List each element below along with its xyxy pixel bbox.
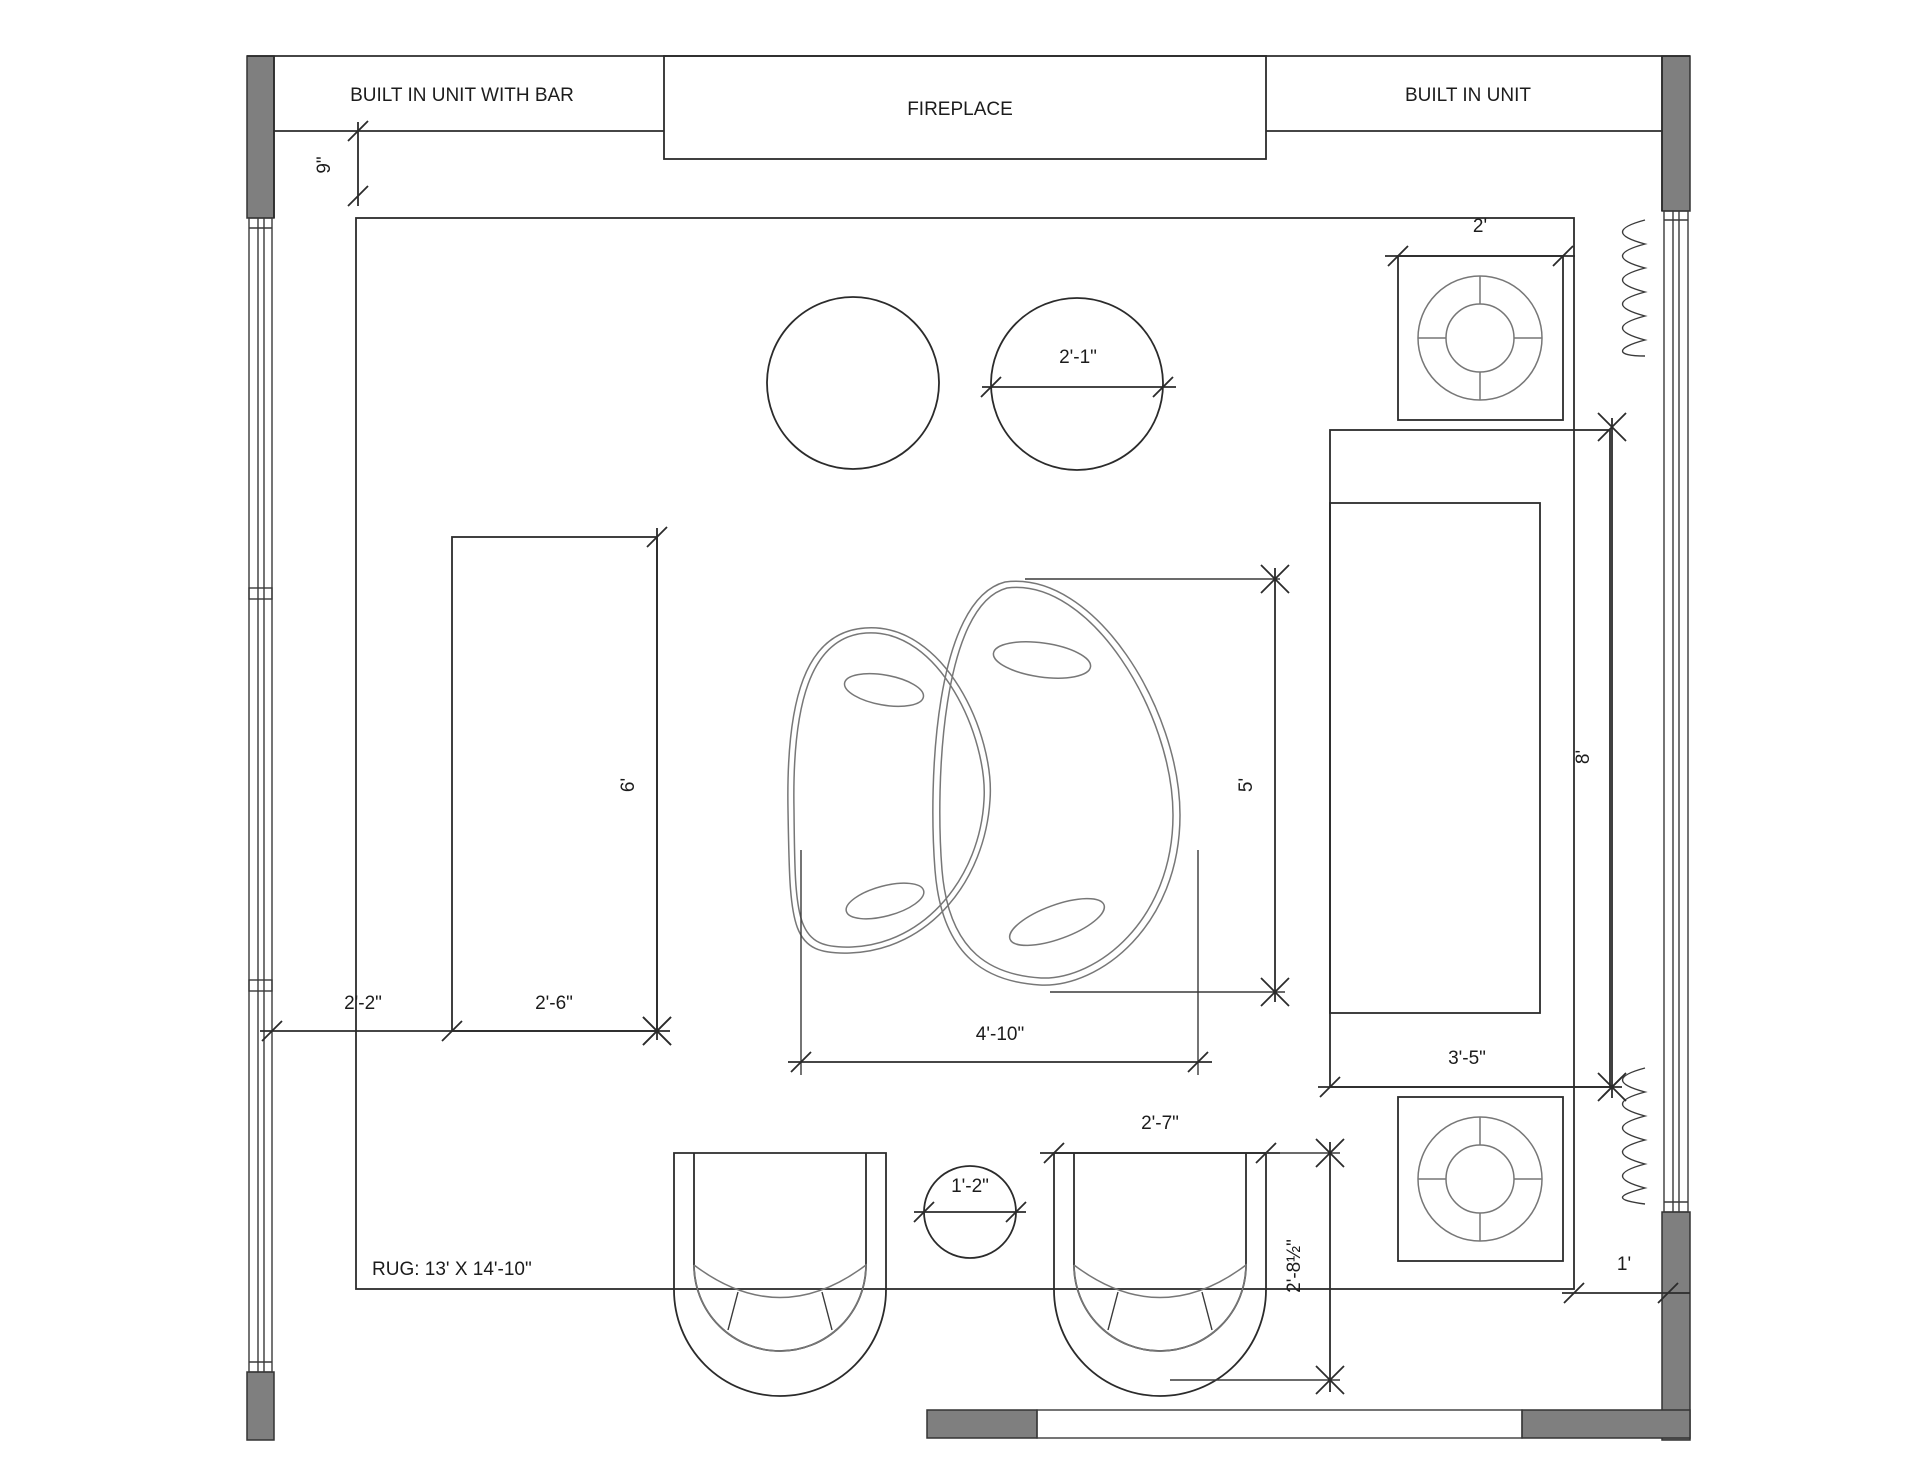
wall-bottom-right-segment bbox=[1521, 1409, 1691, 1439]
dim-coffee-table-depth-label: 5' bbox=[1236, 778, 1257, 792]
walls bbox=[246, 55, 1691, 1441]
drink-table: 1'-2" bbox=[913, 1165, 1027, 1259]
dim-sofa-length-label: 8' bbox=[1573, 750, 1594, 764]
rug: RUG: 13' X 14'-10" bbox=[355, 217, 1575, 1290]
accent-chair-left bbox=[673, 1152, 887, 1397]
curtain-top bbox=[1622, 219, 1648, 357]
sofa: 8' 3'-5" bbox=[1318, 412, 1627, 1102]
rug-label: RUG: 13' X 14'-10" bbox=[372, 1259, 532, 1280]
side-table-bottom bbox=[1397, 1096, 1564, 1262]
window-bottom bbox=[1036, 1409, 1523, 1439]
dim-sofa-depth-label: 3'-5" bbox=[1448, 1048, 1486, 1069]
wall-corner-top-right bbox=[1661, 55, 1691, 212]
built-in-unit-label: BUILT IN UNIT bbox=[1405, 85, 1531, 106]
dim-coffee-table-depth: 5' bbox=[1025, 564, 1290, 1007]
coffee-table-right-cutout-bottom bbox=[1008, 897, 1106, 947]
coffee-table-left-cutout-top bbox=[843, 672, 925, 708]
dim-chair-depth-label: 2'-8½" bbox=[1284, 1239, 1305, 1293]
coffee-table-right bbox=[932, 580, 1181, 986]
dim-drink-table-label: 1'-2" bbox=[951, 1176, 989, 1197]
accent-chair-right: 2'-7" bbox=[1040, 1113, 1280, 1397]
built-in-unit-with-bar: BUILT IN UNIT WITH BAR bbox=[274, 85, 664, 132]
fireplace-label: FIREPLACE bbox=[907, 99, 1013, 120]
fireplace: FIREPLACE bbox=[663, 55, 1267, 160]
built-in-bar-label: BUILT IN UNIT WITH BAR bbox=[350, 85, 574, 106]
wall-bottom-left-segment bbox=[926, 1409, 1038, 1439]
dim-chair-depth: 2'-8½" bbox=[1170, 1138, 1345, 1395]
dim-coffee-table-width: 4'-10" bbox=[788, 850, 1212, 1075]
dim-ottoman-label: 2'-1" bbox=[1059, 347, 1097, 368]
dim-chair-width-label: 2'-7" bbox=[1141, 1113, 1179, 1134]
dim-bench-row: 2'-2" 2'-6" bbox=[260, 993, 672, 1046]
wall-corner-top-left bbox=[246, 55, 275, 219]
bench: 6' bbox=[451, 526, 672, 1046]
dim-side-table-width-label: 2' bbox=[1473, 216, 1487, 237]
curtain-bottom bbox=[1622, 1067, 1648, 1205]
side-table-top: 2' bbox=[1385, 216, 1575, 421]
coffee-table-right-cutout-top bbox=[992, 641, 1092, 679]
dim-rug-to-wall-label: 1' bbox=[1617, 1254, 1631, 1275]
window-right bbox=[1663, 210, 1689, 1213]
ottoman-left bbox=[766, 296, 940, 470]
dim-coffee-table-width-label: 4'-10" bbox=[976, 1024, 1024, 1045]
dim-bench-length-label: 6' bbox=[618, 778, 639, 792]
dim-rug-offset-top: 9" bbox=[314, 120, 369, 207]
window-left bbox=[248, 217, 273, 1373]
dim-bench-width-label: 2'-6" bbox=[535, 993, 573, 1014]
dim-rug-to-wall: 1' bbox=[1562, 1254, 1690, 1304]
wall-corner-bottom-right bbox=[1661, 1211, 1691, 1441]
coffee-table-left bbox=[787, 627, 992, 954]
dim-rug-offset-top-label: 9" bbox=[314, 156, 335, 173]
ottoman-right: 2'-1" bbox=[980, 297, 1176, 471]
built-in-unit-right: BUILT IN UNIT bbox=[1266, 85, 1662, 132]
wall-corner-bottom-left bbox=[246, 1371, 275, 1441]
coffee-table-left-cutout-bottom bbox=[845, 882, 925, 920]
dim-window-to-bench-label: 2'-2" bbox=[344, 993, 382, 1014]
